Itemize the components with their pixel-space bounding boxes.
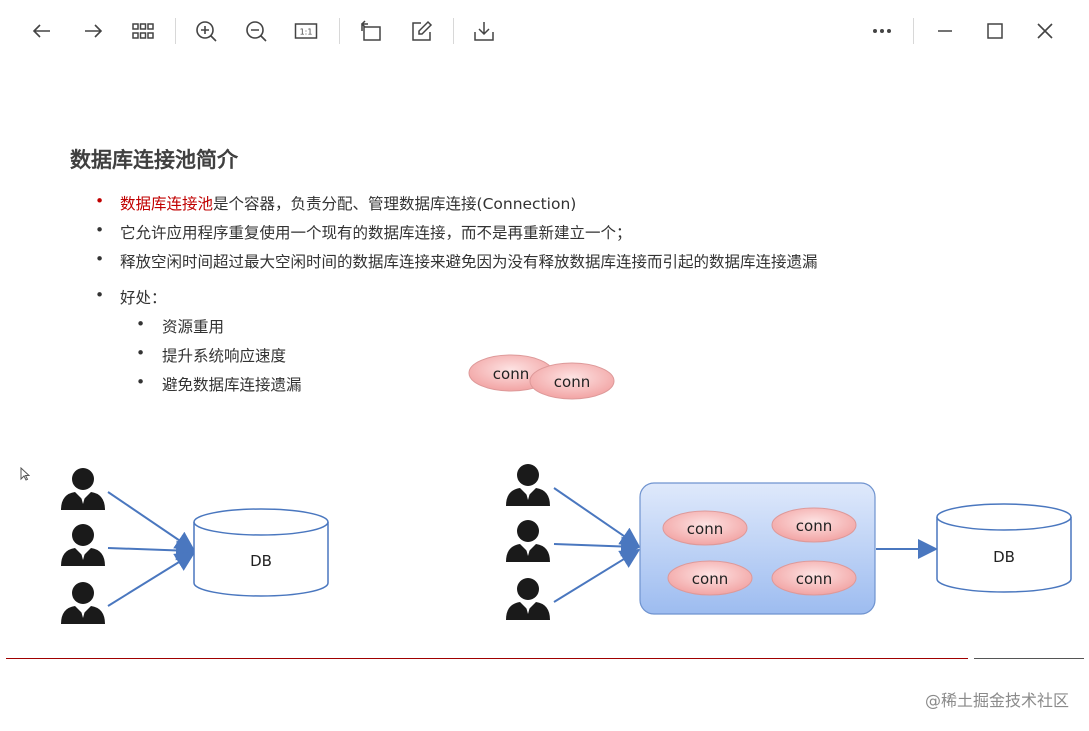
- pool-conn: conn: [771, 560, 857, 596]
- download-icon: [474, 22, 494, 41]
- bullet-text: 提升系统响应速度: [162, 347, 287, 365]
- rotate-button[interactable]: [353, 13, 389, 49]
- left-arrows: [107, 491, 196, 607]
- floating-conn: conn: [529, 362, 615, 400]
- user-icon: [61, 468, 105, 510]
- conn-label: conn: [796, 517, 832, 535]
- viewer-toolbar: 1:1: [0, 0, 1089, 62]
- zoom-out-icon: [246, 21, 267, 42]
- bullet-text: 好处：: [120, 289, 167, 307]
- bullet-marker: •: [95, 221, 105, 239]
- more-icon: [873, 29, 891, 33]
- conn-label: conn: [554, 373, 590, 391]
- toolbar-separator: [175, 18, 176, 44]
- conn-label: conn: [493, 365, 529, 383]
- slide-content: 数据库连接池简介 • 数据库连接池是个容器，负责分配、管理数据库连接(Conne…: [0, 62, 1089, 731]
- slide-footer-rule-gray: [974, 658, 1084, 659]
- minimize-icon: [938, 30, 952, 32]
- bullet-text: 它允许应用程序重复使用一个现有的数据库连接，而不是再重新建立一个；: [120, 224, 632, 242]
- edit-button[interactable]: [404, 13, 440, 49]
- toolbar-separator: [453, 18, 454, 44]
- conn-label: conn: [796, 570, 832, 588]
- user-icon: [506, 578, 550, 620]
- bullet-text: 资源重用: [162, 318, 225, 336]
- right-users: [506, 464, 550, 620]
- zoom-out-button[interactable]: [238, 13, 274, 49]
- user-icon: [61, 582, 105, 624]
- forward-button[interactable]: [75, 13, 111, 49]
- left-users: [61, 468, 105, 624]
- highlight-text: 数据库连接池: [120, 195, 214, 213]
- zoom-in-icon: [196, 21, 217, 42]
- slide-title: 数据库连接池简介: [70, 148, 238, 172]
- bullet-marker: •: [136, 373, 146, 391]
- user-icon: [506, 520, 550, 562]
- grid-view-button[interactable]: [125, 13, 161, 49]
- bullet-marker: •: [95, 250, 105, 268]
- back-button[interactable]: [24, 13, 60, 49]
- bullet-marker: •: [95, 286, 105, 304]
- right-arrows: [553, 487, 641, 603]
- right-db-cylinder: DB: [936, 503, 1072, 593]
- minimize-button[interactable]: [927, 13, 963, 49]
- toolbar-separator: [339, 18, 340, 44]
- mouse-cursor-icon: [20, 467, 30, 481]
- pool-conn: conn: [662, 510, 748, 546]
- grid-icon: [132, 23, 154, 39]
- pool-conn: conn: [771, 507, 857, 543]
- watermark: @稀土掘金技术社区: [924, 691, 1069, 710]
- actual-size-button[interactable]: 1:1: [288, 13, 324, 49]
- connection-pool: conn conn conn conn: [639, 482, 876, 615]
- bullet-marker: •: [136, 315, 146, 333]
- conn-label: conn: [687, 520, 723, 538]
- bullet-marker: •: [95, 192, 105, 210]
- close-icon: [1037, 23, 1053, 39]
- maximize-icon: [987, 23, 1003, 39]
- connection-pool-diagram: conn conn DB conn: [61, 354, 1072, 624]
- arrow-right-icon: [85, 24, 103, 38]
- toolbar-separator: [913, 18, 914, 44]
- bullet-text: 释放空闲时间超过最大空闲时间的数据库连接来避免因为没有释放数据库连接而引起的数据…: [120, 253, 818, 271]
- actual-size-label: 1:1: [300, 28, 313, 37]
- bullet-marker: •: [136, 344, 146, 362]
- bullet-text: 避免数据库连接遗漏: [162, 376, 302, 394]
- pool-conn: conn: [667, 560, 753, 596]
- zoom-in-button[interactable]: [188, 13, 224, 49]
- edit-icon: [412, 20, 433, 41]
- db-label: DB: [993, 548, 1015, 566]
- bullet-text: 是个容器，负责分配、管理数据库连接(Connection): [213, 195, 577, 213]
- slide-footer-rule: [6, 658, 968, 659]
- rotate-icon: [360, 20, 381, 41]
- conn-label: conn: [692, 570, 728, 588]
- user-icon: [61, 524, 105, 566]
- save-button[interactable]: [466, 13, 502, 49]
- db-label: DB: [250, 552, 272, 570]
- maximize-button[interactable]: [977, 13, 1013, 49]
- left-db-cylinder: DB: [193, 508, 329, 597]
- user-icon: [506, 464, 550, 506]
- arrow-left-icon: [32, 24, 50, 38]
- more-button[interactable]: [864, 13, 900, 49]
- close-button[interactable]: [1027, 13, 1063, 49]
- actual-size-icon: 1:1: [294, 23, 318, 39]
